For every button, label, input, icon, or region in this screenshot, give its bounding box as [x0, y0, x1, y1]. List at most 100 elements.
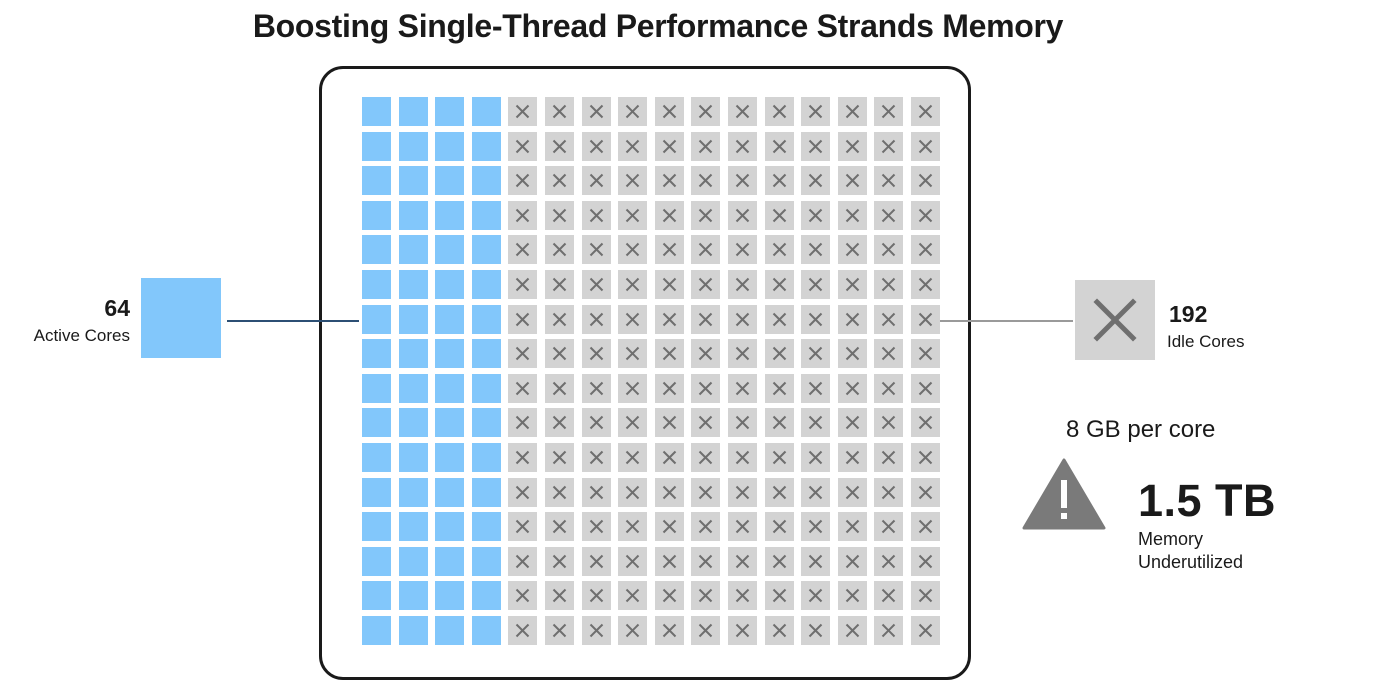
core-grid: [362, 97, 940, 645]
x-icon: [625, 519, 640, 534]
x-icon: [552, 416, 567, 430]
x-icon: [918, 589, 933, 603]
idle-core: [691, 235, 721, 265]
idle-core: [764, 546, 794, 576]
x-icon: [808, 589, 823, 603]
idle-core: [874, 131, 904, 161]
idle-core: [581, 581, 611, 611]
active-core: [398, 442, 428, 472]
active-core: [471, 269, 501, 299]
x-icon: [662, 416, 676, 430]
idle-core: [691, 581, 721, 611]
active-core: [362, 339, 391, 369]
active-core: [435, 166, 465, 196]
idle-core: [764, 269, 794, 299]
idle-core: [544, 235, 574, 265]
x-icon: [735, 208, 750, 222]
x-icon: [735, 346, 750, 361]
idle-core: [654, 131, 684, 161]
active-core: [435, 512, 465, 542]
x-icon: [808, 450, 823, 465]
idle-core: [544, 166, 574, 196]
x-icon: [845, 381, 859, 395]
x-icon: [808, 519, 823, 534]
idle-core: [837, 339, 867, 369]
active-core-legend-swatch: [141, 278, 221, 358]
idle-core: [837, 304, 867, 334]
x-icon: [625, 173, 640, 188]
idle-core: [691, 97, 721, 126]
x-icon: [918, 623, 933, 638]
idle-core: [618, 304, 648, 334]
x-icon: [845, 139, 859, 153]
x-icon: [845, 589, 859, 603]
active-core: [435, 200, 465, 230]
x-icon: [625, 277, 640, 292]
x-icon: [808, 416, 823, 430]
active-cores-connector: [227, 320, 359, 322]
idle-core: [508, 477, 538, 507]
x-icon: [845, 416, 859, 430]
x-icon: [552, 623, 567, 638]
idle-core: [691, 477, 721, 507]
x-icon: [516, 589, 530, 603]
x-icon: [699, 173, 713, 188]
x-icon: [662, 173, 676, 188]
idle-core: [874, 581, 904, 611]
active-core: [435, 615, 465, 645]
idle-core: [874, 200, 904, 230]
processor-chip-outline: [319, 66, 971, 680]
idle-core: [581, 442, 611, 472]
x-icon: [735, 416, 750, 430]
idle-core: [837, 235, 867, 265]
active-core: [398, 339, 428, 369]
active-core: [435, 373, 465, 403]
idle-core: [581, 477, 611, 507]
idle-core: [654, 512, 684, 542]
active-core: [471, 477, 501, 507]
idle-core: [618, 477, 648, 507]
idle-core: [508, 97, 538, 126]
x-icon: [589, 277, 603, 292]
idle-core: [874, 235, 904, 265]
x-icon: [625, 485, 640, 499]
idle-core: [727, 269, 757, 299]
active-core: [471, 512, 501, 542]
x-icon: [772, 416, 786, 430]
x-icon: [845, 104, 859, 119]
active-core: [398, 581, 428, 611]
x-icon: [772, 623, 786, 638]
idle-core: [764, 581, 794, 611]
active-core: [398, 269, 428, 299]
active-core: [435, 442, 465, 472]
x-icon: [699, 104, 713, 119]
x-icon: [662, 346, 676, 361]
x-icon: [516, 104, 530, 119]
x-icon: [882, 450, 896, 465]
x-icon: [662, 139, 676, 153]
idle-core: [801, 235, 831, 265]
idle-core: [508, 166, 538, 196]
x-icon: [1093, 298, 1137, 342]
active-core: [362, 546, 391, 576]
idle-core: [727, 408, 757, 438]
x-icon: [625, 312, 640, 326]
idle-core: [654, 339, 684, 369]
idle-core: [691, 166, 721, 196]
idle-core: [691, 339, 721, 369]
idle-core: [837, 200, 867, 230]
idle-core: [618, 373, 648, 403]
x-icon: [845, 173, 859, 188]
x-icon: [516, 554, 530, 568]
idle-core: [764, 235, 794, 265]
x-icon: [845, 623, 859, 638]
idle-core: [910, 166, 940, 196]
x-icon: [516, 623, 530, 638]
idle-core: [691, 304, 721, 334]
active-core: [398, 512, 428, 542]
idle-core: [581, 546, 611, 576]
idle-core: [727, 442, 757, 472]
x-icon: [589, 208, 603, 222]
x-icon: [772, 554, 786, 568]
idle-core: [727, 166, 757, 196]
